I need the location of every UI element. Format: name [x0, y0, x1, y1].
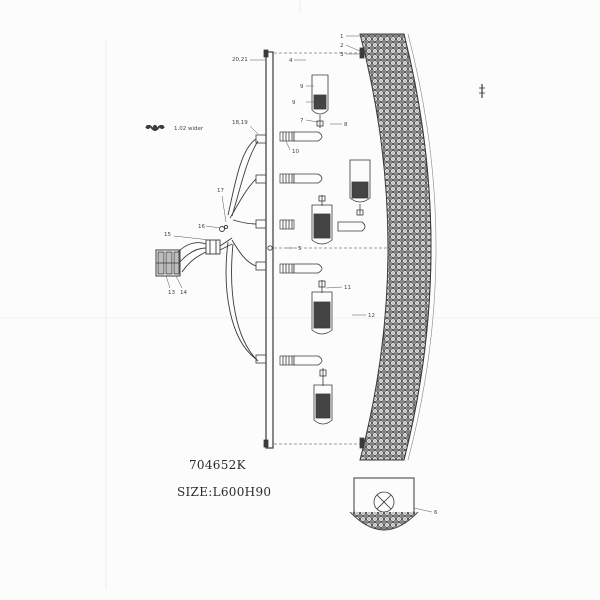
- callout-12: 12: [368, 313, 375, 319]
- callout-numbers: 1 2 3 4 5 6 7 8 9 9 10 11 12 13 14 15 16…: [164, 34, 438, 516]
- legend-text: 1.02 wider: [174, 126, 204, 132]
- glass-shade-1: [311, 74, 329, 128]
- terminal-block: [155, 249, 181, 277]
- margin-mark: [479, 84, 485, 98]
- curved-crystal-bar: [359, 33, 437, 461]
- bulb-row-1: [279, 131, 323, 142]
- glass-shade-4: [311, 280, 333, 335]
- callout-3: 3: [340, 52, 344, 58]
- bulb-row-2: [279, 173, 323, 184]
- callout-9b: 9: [292, 100, 296, 106]
- leader-lines: [165, 35, 433, 513]
- wiring-harness: [177, 138, 259, 362]
- callout-14: 14: [180, 290, 187, 296]
- callout-4: 4: [289, 58, 293, 64]
- mounting-rail: [263, 49, 395, 449]
- size-label: SIZE:L600H90: [177, 485, 272, 499]
- glass-shade-2: [349, 159, 371, 216]
- end-cap-detail: [349, 477, 419, 531]
- callout-6: 6: [434, 510, 438, 516]
- callout-2: 2: [340, 43, 344, 49]
- callout-8: 8: [344, 122, 348, 128]
- rail-lamp-holders: [255, 134, 267, 364]
- callout-5: 5: [298, 246, 302, 252]
- bulb-row-4: [279, 263, 323, 274]
- glass-shade-3: [311, 195, 333, 245]
- model-number: 704652K: [189, 458, 246, 472]
- callout-1: 1: [340, 34, 344, 40]
- callout-13: 13: [168, 290, 175, 296]
- callout-11: 11: [344, 285, 351, 291]
- callout-17: 17: [217, 188, 224, 194]
- glass-shade-5: [313, 368, 333, 425]
- callout-18-19: 18,19: [232, 120, 248, 126]
- bulb-row-3: [279, 219, 366, 232]
- legend-symbol: [145, 125, 165, 131]
- callout-7: 7: [300, 118, 304, 124]
- callout-10: 10: [292, 149, 299, 155]
- callout-15: 15: [164, 232, 171, 238]
- callout-9: 9: [300, 84, 304, 90]
- bulb-row-5: [279, 355, 323, 366]
- callout-20-21: 20,21: [232, 57, 248, 63]
- callout-16: 16: [198, 224, 205, 230]
